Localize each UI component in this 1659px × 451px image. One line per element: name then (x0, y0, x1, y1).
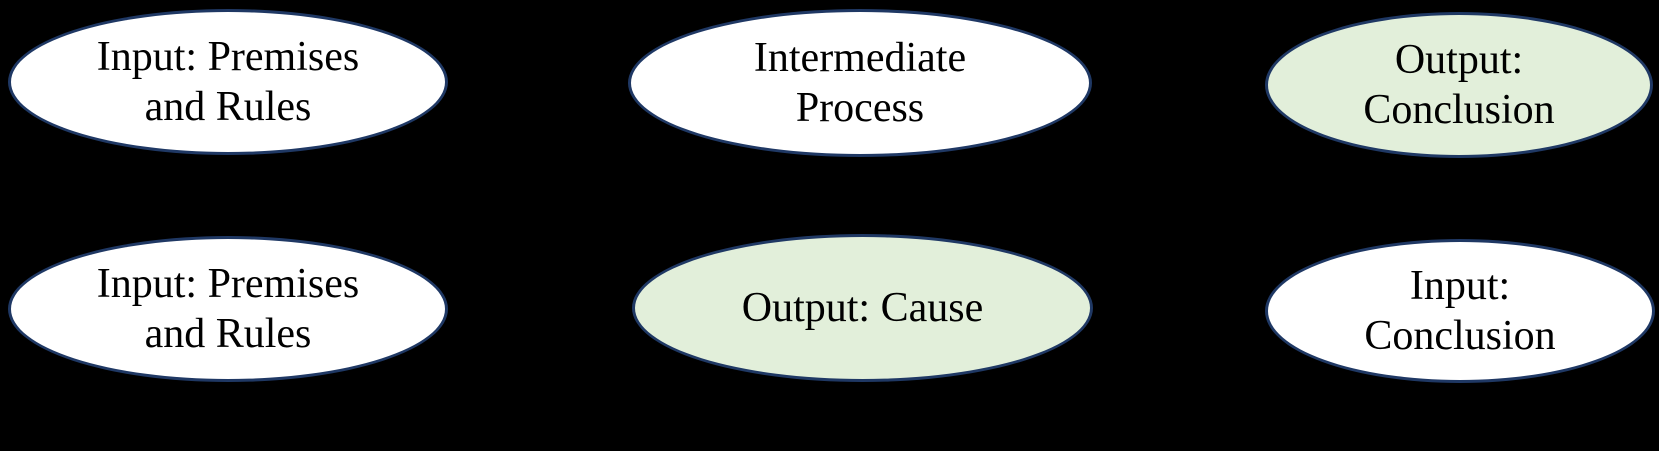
node-label-line: Output: (1394, 37, 1524, 83)
node-label-line: Input: Premises (96, 261, 360, 307)
node-label-line: Intermediate (753, 35, 967, 81)
node-intermediate-process: Intermediate Process (628, 9, 1092, 157)
node-label-line: Input: (1409, 263, 1511, 309)
node-label-line: Input: Premises (96, 34, 360, 80)
node-input-premises-and-rules-bottom: Input: Premises and Rules (8, 236, 448, 382)
node-label-line: and Rules (144, 311, 312, 357)
node-label-line: Conclusion (1364, 313, 1556, 359)
node-label-line: and Rules (144, 84, 312, 130)
node-label-line: Process (795, 85, 925, 131)
node-label-line: Output: Cause (741, 285, 984, 331)
node-output-conclusion: Output: Conclusion (1265, 12, 1653, 158)
node-label-line: Conclusion (1363, 87, 1555, 133)
node-input-premises-and-rules-top: Input: Premises and Rules (8, 9, 448, 155)
node-output-cause: Output: Cause (632, 234, 1093, 382)
node-input-conclusion: Input: Conclusion (1265, 239, 1655, 383)
